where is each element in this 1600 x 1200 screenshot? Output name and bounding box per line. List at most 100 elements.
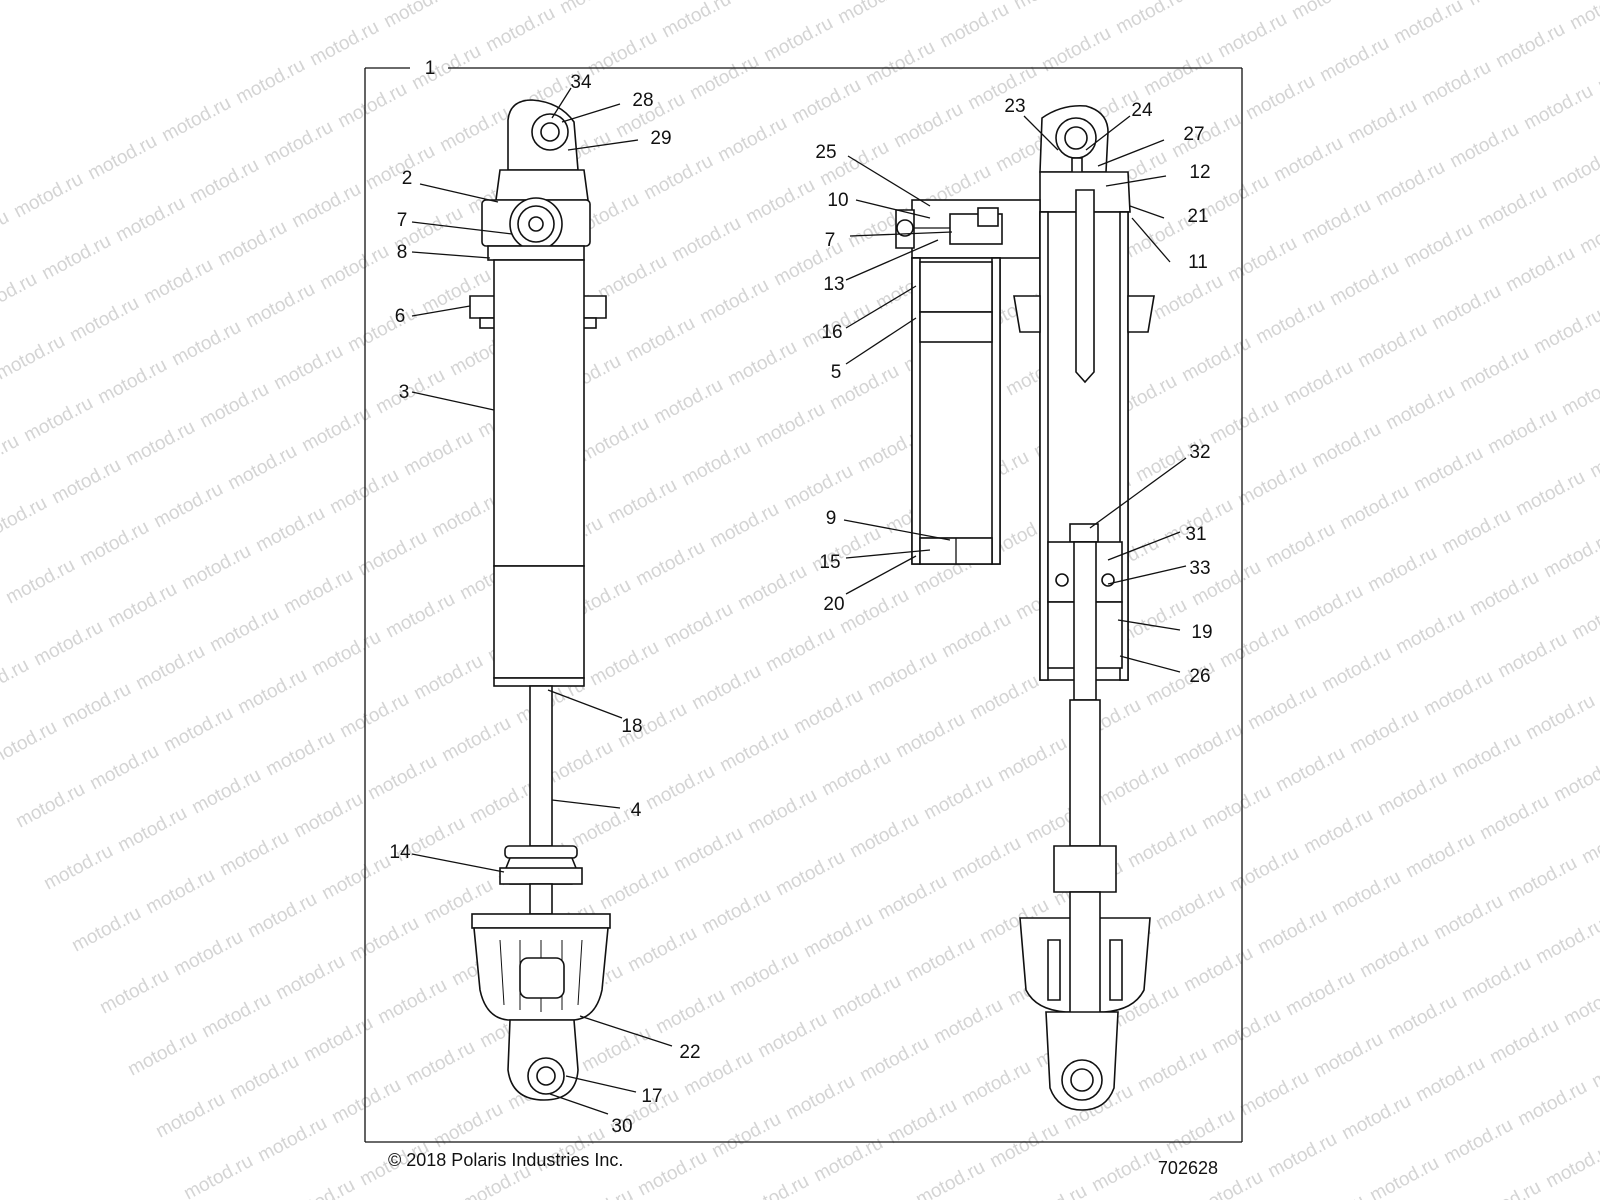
callout-10: 10 (827, 190, 848, 211)
watermark-text: motod.ru (1328, 867, 1404, 921)
watermark-text: motod.ru (0, 331, 69, 385)
watermark-text: motod.ru (382, 589, 458, 643)
watermark-text: motod.ru (186, 155, 262, 209)
watermark-text: motod.ru (1280, 357, 1356, 411)
watermark-text: motod.ru (810, 1133, 886, 1187)
watermark-text: motod.ru (336, 689, 412, 743)
watermark-text: motod.ru (686, 51, 762, 105)
watermark-text: motod.ru (152, 1089, 228, 1143)
watermark-text: motod.ru (1542, 1139, 1600, 1193)
watermark-text: motod.ru (1316, 33, 1392, 87)
callout-1: 1 (425, 58, 436, 79)
watermark-text: motod.ru (834, 0, 910, 28)
watermark-text: motod.ru (0, 493, 51, 547)
watermark-text: motod.ru (428, 489, 504, 543)
watermark-text: motod.ru (958, 1057, 1034, 1111)
watermark-text: motod.ru (270, 341, 346, 395)
callout-9: 9 (826, 508, 837, 529)
watermark-text: motod.ru (634, 1147, 710, 1200)
watermark-text: motod.ru (1010, 0, 1086, 14)
watermark-text: motod.ru (436, 103, 512, 157)
watermark-text: motod.ru (1346, 705, 1422, 759)
watermark-text: motod.ru (660, 599, 736, 653)
watermark-text: motod.ru (346, 913, 422, 967)
watermark-text: motod.ru (430, 1099, 506, 1153)
callout-2: 2 (402, 168, 413, 189)
watermark-text: motod.ru (688, 661, 764, 715)
watermark-text: motod.ru (846, 809, 922, 863)
watermark-text: motod.ru (1152, 881, 1228, 935)
watermark-text: motod.ru (1514, 1077, 1590, 1131)
watermark-text: motod.ru (252, 503, 328, 557)
watermark-text: motod.ru (578, 1023, 654, 1077)
watermark-text: motod.ru (706, 499, 782, 553)
watermark-text: motod.ru (140, 255, 216, 309)
watermark-text: motod.ru (170, 927, 246, 981)
watermark-text: motod.ru (668, 213, 744, 267)
watermark-text: motod.ru (142, 865, 218, 919)
watermark-text: motod.ru (1140, 47, 1216, 101)
watermark-text: motod.ru (1548, 143, 1600, 197)
watermark-text: motod.ru (1532, 915, 1600, 969)
watermark-text: motod.ru (1530, 305, 1600, 359)
watermark-text: motod.ru (1282, 967, 1358, 1021)
watermark-text: motod.ru (1576, 205, 1600, 259)
watermark-text: motod.ru (96, 965, 172, 1019)
watermark-text: motod.ru (374, 975, 450, 1029)
callout-14: 14 (389, 842, 411, 863)
watermark-text: motod.ru (1492, 19, 1568, 73)
watermark-text: motod.ru (1366, 1153, 1442, 1200)
watermark-text: motod.ru (298, 403, 374, 457)
watermark-text: motod.ru (1336, 481, 1412, 535)
watermark-text: motod.ru (214, 217, 290, 271)
watermark-text: motod.ru (1410, 443, 1486, 497)
watermark-text: motod.ru (58, 679, 134, 733)
callout-32: 32 (1189, 442, 1210, 463)
watermark-text: motod.ru (864, 647, 940, 701)
watermark-text: motod.ru (732, 0, 808, 4)
watermark-text: motod.ru (38, 231, 114, 285)
callout-26: 26 (1189, 666, 1210, 687)
callout-19: 19 (1191, 622, 1212, 643)
watermark-text: motod.ru (1578, 815, 1600, 869)
watermark-text: motod.ru (1550, 753, 1600, 807)
watermark-text: motod.ru (754, 1009, 830, 1063)
watermark-text: motod.ru (410, 651, 486, 705)
watermark-text: motod.ru (150, 479, 226, 533)
callout-7a: 7 (397, 210, 408, 231)
callout-29: 29 (650, 128, 671, 149)
watermark-text: motod.ru (0, 207, 13, 261)
watermark-text: motod.ru (1310, 1029, 1386, 1083)
watermark-text: motod.ru (224, 441, 300, 495)
watermark-text: motod.ru (0, 655, 33, 709)
watermark-text: motod.ru (226, 1051, 302, 1105)
callout-20: 20 (823, 594, 844, 615)
watermark-text: motod.ru (334, 79, 410, 133)
watermark-text: motod.ru (114, 803, 190, 857)
watermark-text: motod.ru (920, 771, 996, 825)
watermark-text: motod.ru (438, 713, 514, 767)
callout-11: 11 (1188, 252, 1208, 273)
callout-27: 27 (1183, 124, 1204, 145)
watermark-text: motod.ru (30, 617, 106, 671)
watermark-text: motod.ru (642, 761, 718, 815)
watermark-text: motod.ru (862, 37, 938, 91)
watermark-text: motod.ru (1568, 591, 1600, 645)
watermark-text: motod.ru (86, 741, 162, 795)
watermark-text: motod.ru (1206, 395, 1282, 449)
watermark-text: motod.ru (696, 275, 772, 329)
watermark-text: motod.ru (316, 241, 392, 295)
watermark-text: motod.ru (76, 517, 152, 571)
watermark-text: motod.ru (596, 861, 672, 915)
watermark-text: motod.ru (1522, 691, 1598, 745)
watermark-text: motod.ru (1558, 367, 1600, 421)
watermark-text: motod.ru (936, 0, 1012, 52)
watermark-text: motod.ru (234, 665, 310, 719)
callout-17: 17 (641, 1086, 662, 1107)
callout-30: 30 (611, 1116, 632, 1137)
watermark-text: motod.ru (964, 61, 1040, 115)
watermark-text: motod.ru (948, 833, 1024, 887)
watermark-text: motod.ru (1318, 643, 1394, 697)
watermark-text: motod.ru (938, 609, 1014, 663)
